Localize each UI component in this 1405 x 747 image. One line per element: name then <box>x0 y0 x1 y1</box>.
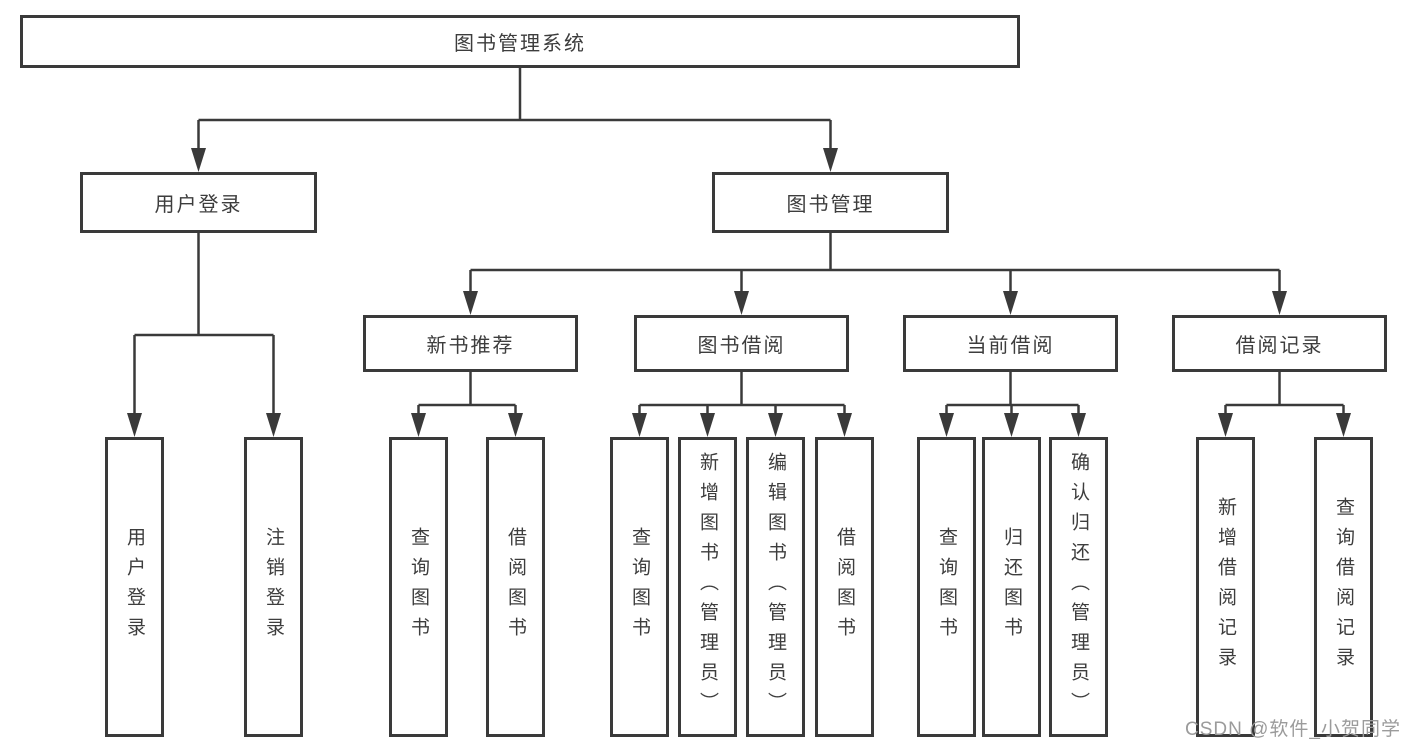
leaf-label: 归还图书 <box>1001 527 1022 647</box>
leaf-label: 编辑图书（管理员） <box>765 452 786 722</box>
leaf-label: 新增图书（管理员） <box>697 452 718 722</box>
node-book-management: 图书管理 <box>712 172 949 233</box>
csdn-watermark: CSDN @软件_小贺同学 <box>1185 719 1401 740</box>
node-library-system: 图书管理系统 <box>20 15 1020 68</box>
node-new-book-recommend: 新书推荐 <box>363 315 578 372</box>
leaf-search-books: 查询图书 <box>389 437 448 737</box>
leaf-confirm-return-admin: 确认归还（管理员） <box>1049 437 1108 737</box>
leaf-label: 查询借阅记录 <box>1333 497 1354 677</box>
leaf-add-books-admin: 新增图书（管理员） <box>678 437 737 737</box>
leaf-search-borrow-record: 查询借阅记录 <box>1314 437 1373 737</box>
leaf-borrow-books: 借阅图书 <box>815 437 874 737</box>
leaf-logout: 注销登录 <box>244 437 303 737</box>
leaf-label: 确认归还（管理员） <box>1068 452 1089 722</box>
leaf-search-books: 查询图书 <box>610 437 669 737</box>
node-book-borrowing: 图书借阅 <box>634 315 849 372</box>
node-borrow-records: 借阅记录 <box>1172 315 1387 372</box>
leaf-label: 借阅图书 <box>834 527 855 647</box>
leaf-borrow-books: 借阅图书 <box>486 437 545 737</box>
node-user-login: 用户登录 <box>80 172 317 233</box>
leaf-label: 查询图书 <box>408 527 429 647</box>
leaf-label: 新增借阅记录 <box>1215 497 1236 677</box>
leaf-edit-books-admin: 编辑图书（管理员） <box>746 437 805 737</box>
leaf-return-books: 归还图书 <box>982 437 1041 737</box>
leaf-label: 注销登录 <box>263 527 284 647</box>
node-current-borrowing: 当前借阅 <box>903 315 1118 372</box>
leaf-add-borrow-record: 新增借阅记录 <box>1196 437 1255 737</box>
leaf-label: 查询图书 <box>936 527 957 647</box>
leaf-label: 借阅图书 <box>505 527 526 647</box>
leaf-label: 用户登录 <box>124 527 145 647</box>
leaf-user-login: 用户登录 <box>105 437 164 737</box>
leaf-label: 查询图书 <box>629 527 650 647</box>
leaf-search-books: 查询图书 <box>917 437 976 737</box>
